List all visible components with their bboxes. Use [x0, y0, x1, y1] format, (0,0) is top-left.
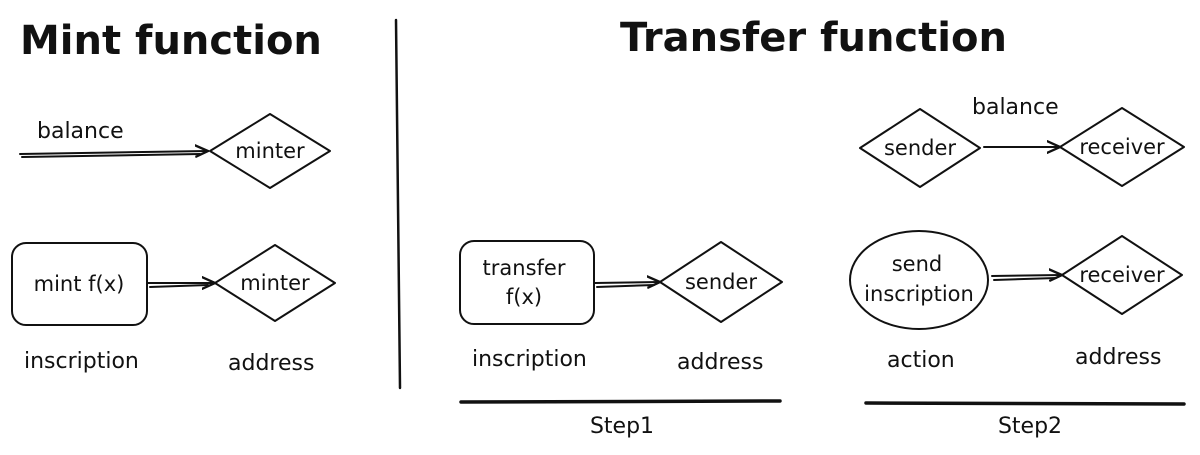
step2-receiver-bottom-label: receiver [1079, 263, 1165, 287]
send-inscription-arrow [991, 275, 1062, 276]
send-inscription-label-line2: inscription [864, 282, 974, 306]
send-inscription-label-line1: send [892, 252, 943, 276]
step2-label: Step2 [998, 414, 1062, 439]
step2-underline [864, 401, 1186, 406]
transfer-fx-arrow-sketch [596, 284, 655, 288]
mint-fx-box [11, 242, 148, 326]
mint-minter-bottom-diamond [214, 244, 336, 322]
step2-receiver-bottom-diamond [1061, 235, 1183, 315]
mint-balance-arrow-sketch [21, 153, 201, 158]
step1-label: Step1 [590, 414, 654, 439]
transfer-fx-label-line2: f(x) [506, 285, 542, 309]
mint-inscription-label: inscription [24, 349, 139, 374]
mint-address-label: address [228, 351, 314, 376]
step1-inscription-label: inscription [472, 347, 587, 372]
mint-minter-top-label: minter [235, 139, 305, 163]
mint-function-title: Mint function [20, 18, 322, 64]
send-inscription-arrow-sketch [993, 277, 1057, 281]
step2-receiver-top-label: receiver [1079, 135, 1165, 159]
mint-fx-arrow-sketch [149, 284, 209, 288]
mint-fx-label: mint f(x) [34, 272, 125, 296]
mint-minter-bottom-label: minter [240, 271, 310, 295]
send-inscription-ellipse [849, 230, 989, 330]
mint-balance-arrow [19, 151, 208, 154]
step2-sender-label: sender [884, 136, 956, 160]
step2-sender-diamond [859, 108, 981, 188]
section-divider [394, 18, 402, 390]
step1-address-label: address [677, 350, 763, 375]
step2-receiver-top-diamond [1059, 107, 1185, 187]
step1-underline [459, 399, 782, 404]
mint-balance-label: balance [37, 119, 124, 144]
transfer-fx-label-line1: transfer [483, 256, 566, 280]
transfer-fx-box [459, 240, 595, 325]
step1-sender-label: sender [685, 270, 757, 294]
transfer-fx-arrow [594, 282, 660, 283]
step2-balance-label: balance [972, 95, 1059, 120]
step2-action-label: action [887, 348, 955, 373]
step2-address-label: address [1075, 345, 1161, 370]
mint-minter-top-diamond [209, 113, 331, 189]
transfer-function-title: Transfer function [620, 15, 1007, 61]
step1-sender-diamond [659, 241, 783, 323]
